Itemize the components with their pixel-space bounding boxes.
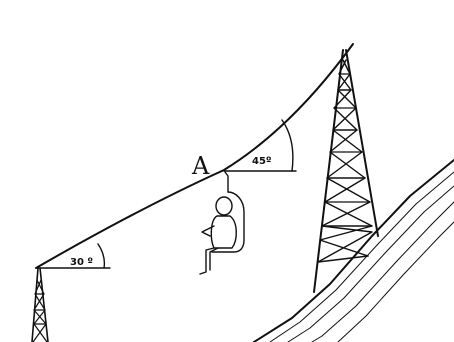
cable	[35, 43, 354, 269]
angle-label-right: 45º	[252, 156, 272, 167]
passenger-figure	[199, 196, 237, 275]
point-label-a: A	[191, 152, 210, 180]
chair-hanger	[211, 171, 245, 253]
angle-marker-right: 45º	[223, 119, 297, 172]
angle-marker-left: 30 º	[35, 243, 111, 269]
ground-slope	[253, 159, 454, 342]
left-pylon	[31, 267, 49, 342]
angle-label-left: 30 º	[70, 257, 93, 268]
right-pylon	[313, 49, 379, 293]
